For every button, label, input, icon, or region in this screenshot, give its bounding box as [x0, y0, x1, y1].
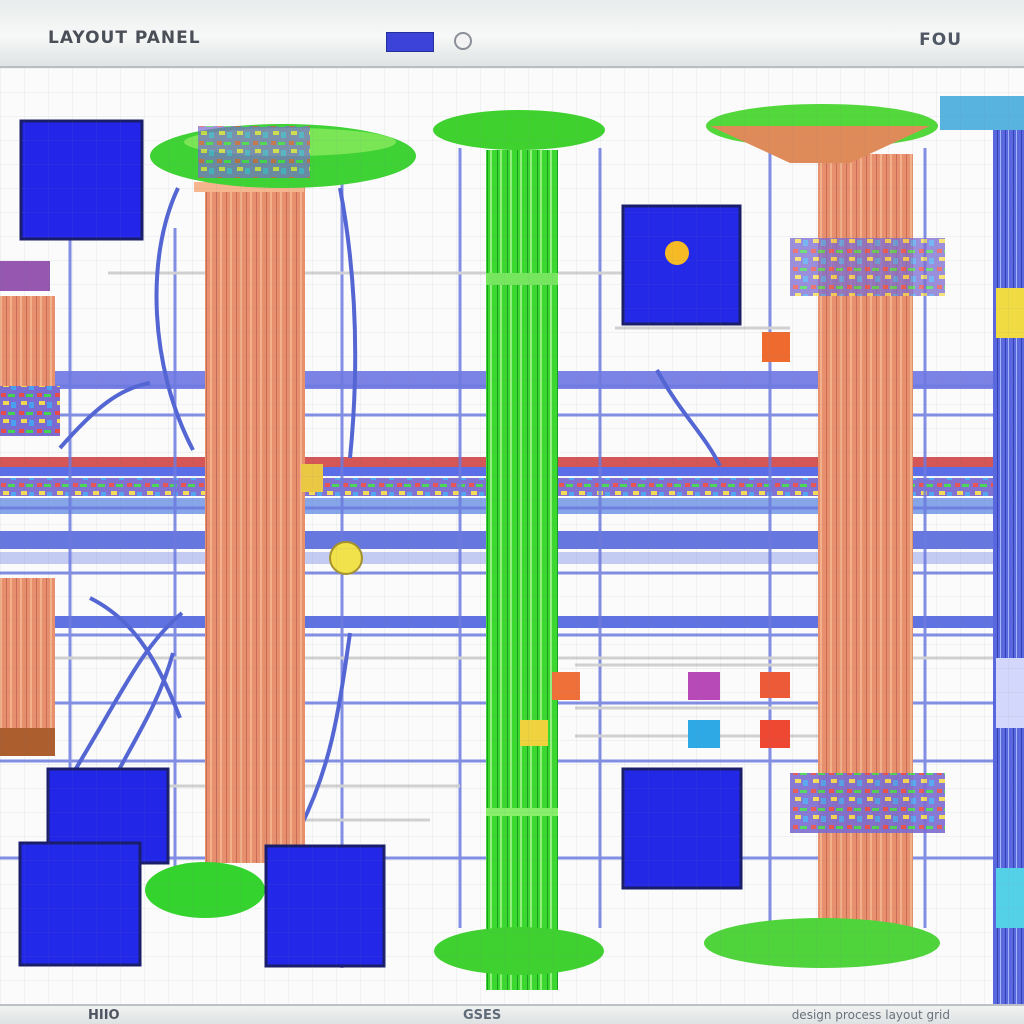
circle-icon[interactable] — [454, 32, 472, 50]
industrial-layout-diagram — [0, 96, 1024, 1004]
equipment-towers — [145, 96, 1024, 1004]
top-toolbar: LAYOUT PANEL FOU — [0, 0, 1024, 68]
toolbar-right-label: FOU — [919, 30, 962, 50]
background-grid — [0, 68, 1024, 1004]
status-left-label: HIIO — [88, 1008, 120, 1023]
orange-column-left — [145, 124, 416, 918]
blue-tower-right-edge — [940, 96, 1024, 1004]
blue-tool-icon[interactable] — [386, 32, 434, 52]
status-bar: HIIO GSES design process layout grid — [0, 1004, 1024, 1024]
status-middle-label: GSES — [463, 1008, 502, 1023]
diagram-canvas[interactable] — [0, 68, 1024, 1004]
small-valves-and-indicators — [301, 332, 790, 748]
status-right-label: design process layout grid — [791, 1008, 950, 1022]
green-column-center — [433, 110, 605, 990]
window-title: LAYOUT PANEL — [48, 28, 201, 48]
blue-equipment-boxes — [18, 119, 743, 968]
left-edge-equipment — [0, 261, 60, 756]
orange-column-right — [704, 104, 945, 968]
